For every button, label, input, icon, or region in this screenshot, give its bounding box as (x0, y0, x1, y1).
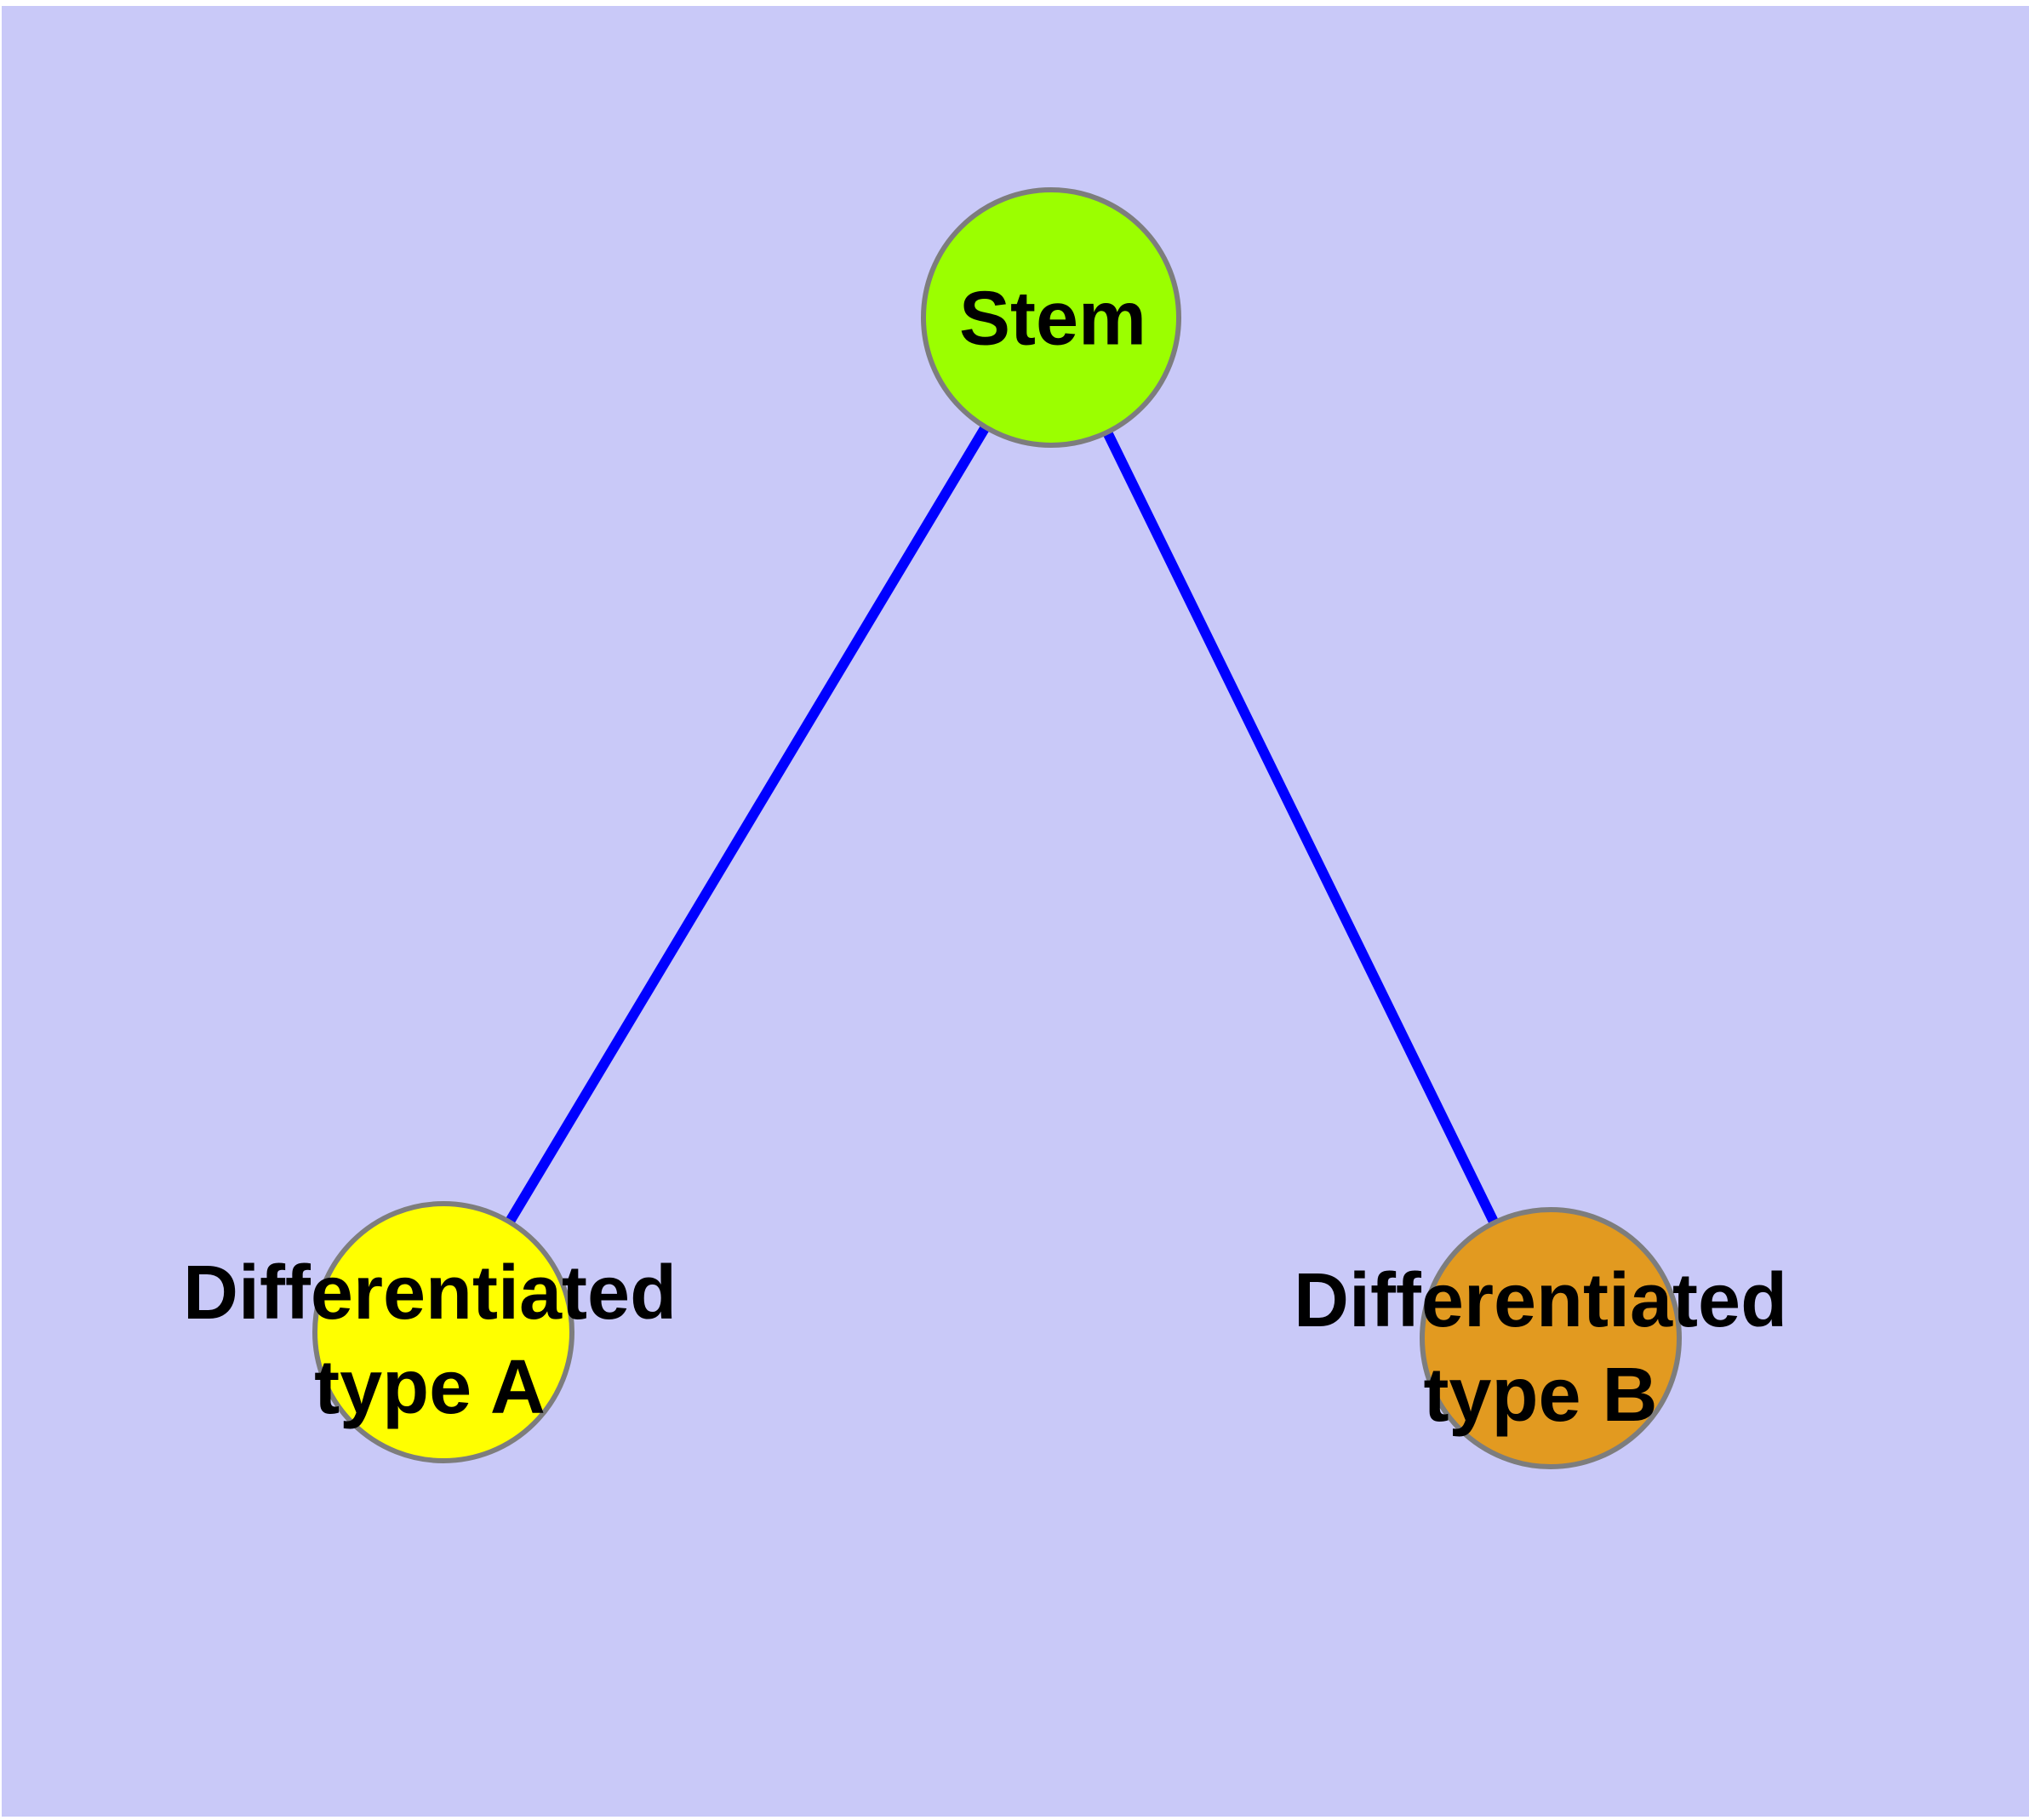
label-type-a-line-1: Differentiated (182, 1251, 677, 1336)
label-differentiated-type-a: Differentiated type A (183, 1246, 677, 1435)
label-type-a-line-2: type A (314, 1345, 546, 1430)
label-type-b-line-1: Differentiated (1293, 1258, 1788, 1343)
edge-stem-to-differentiated-type-b (1046, 315, 1556, 1341)
edge-stem-to-differentiated-type-a (438, 314, 1056, 1336)
label-stem-line-1: Stem (958, 276, 1147, 362)
label-stem: Stem (959, 272, 1146, 367)
node-differentiated-type-a (312, 1201, 574, 1463)
node-stem (921, 187, 1181, 448)
label-differentiated-type-b: Differentiated type B (1294, 1254, 1787, 1443)
label-type-b-line-2: type B (1423, 1353, 1658, 1438)
node-differentiated-type-b (1420, 1207, 1682, 1469)
